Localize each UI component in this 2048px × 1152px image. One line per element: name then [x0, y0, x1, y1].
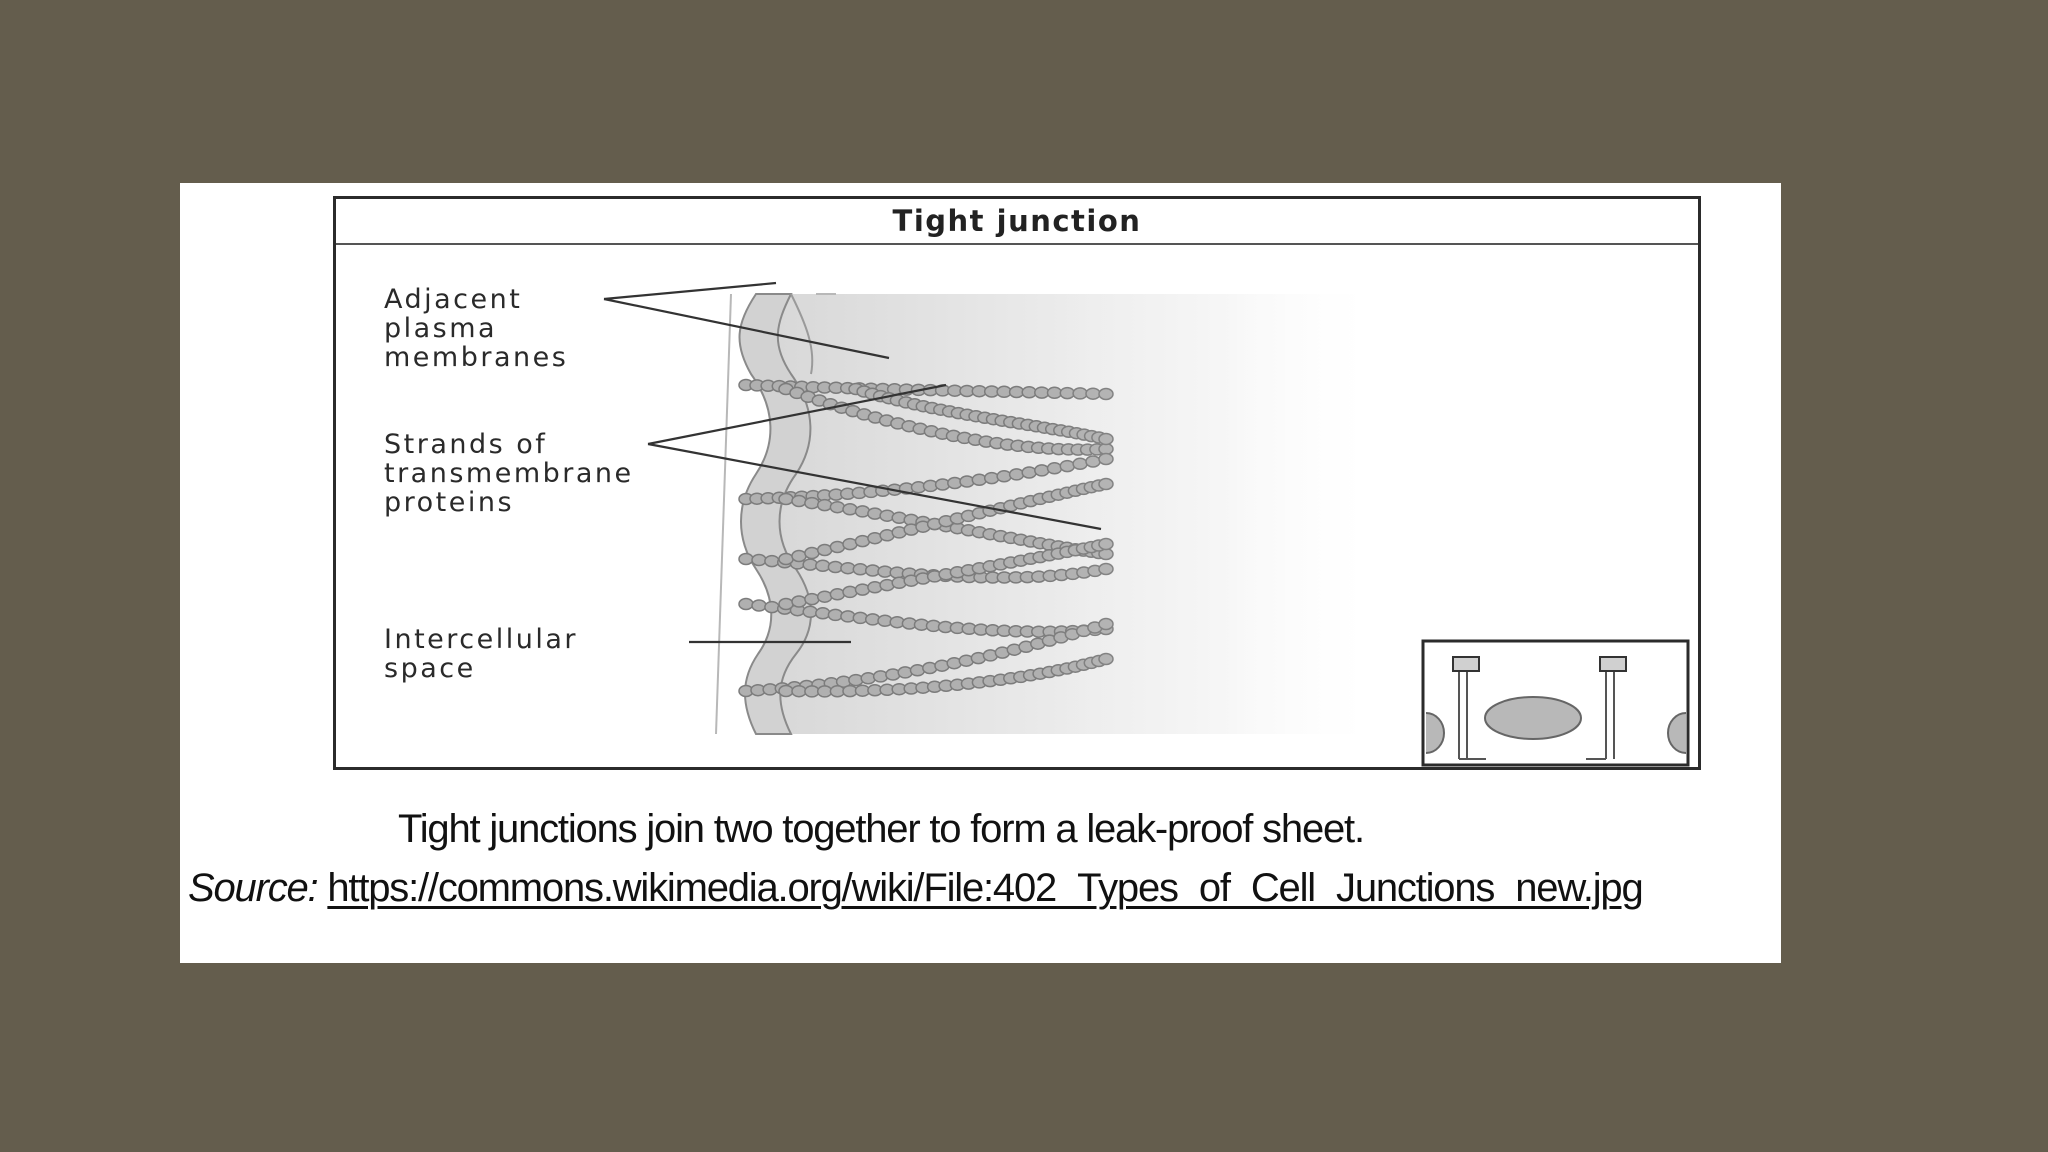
source-label: Source: [188, 866, 319, 910]
protein-bead [1021, 466, 1037, 479]
label-line: Intercellular [384, 624, 578, 655]
label-adjacent-plasma-membranes: Adjacent plasma membranes [384, 285, 568, 372]
protein-bead [764, 600, 780, 614]
label-strands-of-proteins: Strands of transmembrane proteins [384, 430, 634, 517]
protein-bead [815, 607, 831, 620]
protein-bead [804, 496, 820, 510]
protein-bead [816, 590, 833, 603]
protein-bead [996, 470, 1012, 483]
protein-bead [791, 549, 807, 563]
protein-bead [983, 471, 1000, 485]
leader-lines [603, 281, 1102, 644]
protein-bead [829, 588, 846, 601]
protein-bead [751, 553, 767, 567]
label-line: transmembrane [384, 458, 634, 489]
protein-bead [804, 592, 820, 606]
protein-bead [827, 608, 844, 622]
protein-bead [829, 500, 846, 514]
label-line: Adjacent [384, 284, 523, 315]
protein-bead [816, 543, 833, 557]
slide-panel: Tight junction [180, 183, 1781, 963]
protein-bead [764, 554, 780, 568]
protein-bead [791, 494, 807, 508]
protein-bead [816, 498, 833, 512]
protein-bead [738, 597, 754, 611]
source-line: Source: https://commons.wikimedia.org/wi… [188, 866, 1644, 911]
label-line: proteins [384, 487, 515, 518]
source-link[interactable]: https://commons.wikimedia.org/wiki/File:… [327, 866, 1643, 910]
label-intercellular-space: Intercellular space [384, 625, 578, 683]
protein-bead [791, 684, 807, 698]
label-line: membranes [384, 342, 569, 373]
label-line: plasma [384, 313, 498, 344]
protein-bead [815, 559, 831, 573]
protein-bead [791, 595, 807, 608]
protein-bead [778, 684, 794, 698]
protein-bead [842, 503, 858, 516]
adjacent-membranes [715, 293, 836, 735]
protein-bead [778, 552, 794, 566]
figure-title: Tight junction [336, 199, 1698, 245]
protein-bead [802, 605, 818, 619]
protein-bead [854, 505, 871, 518]
tight-junction-diagram [603, 281, 1690, 767]
tight-junction-figure: Tight junction [333, 196, 1701, 770]
protein-bead [778, 492, 794, 506]
label-line: space [384, 653, 476, 684]
protein-bead [860, 672, 876, 685]
figure-caption: Tight junctions join two together to for… [398, 807, 1365, 851]
protein-bead [829, 540, 846, 554]
protein-bead [804, 685, 820, 698]
protein-bead [802, 558, 818, 571]
protein-bead [778, 597, 794, 611]
protein-bead [738, 552, 754, 566]
protein-bead [804, 546, 820, 560]
protein-bead [751, 599, 767, 612]
protein-bead [842, 585, 858, 599]
protein-bead [816, 685, 833, 698]
protein-bead [1008, 468, 1025, 481]
label-line: Strands of [384, 429, 548, 460]
fade-overlay [1036, 294, 1396, 734]
inset-thumbnail [1421, 639, 1690, 767]
protein-bead [971, 473, 988, 487]
